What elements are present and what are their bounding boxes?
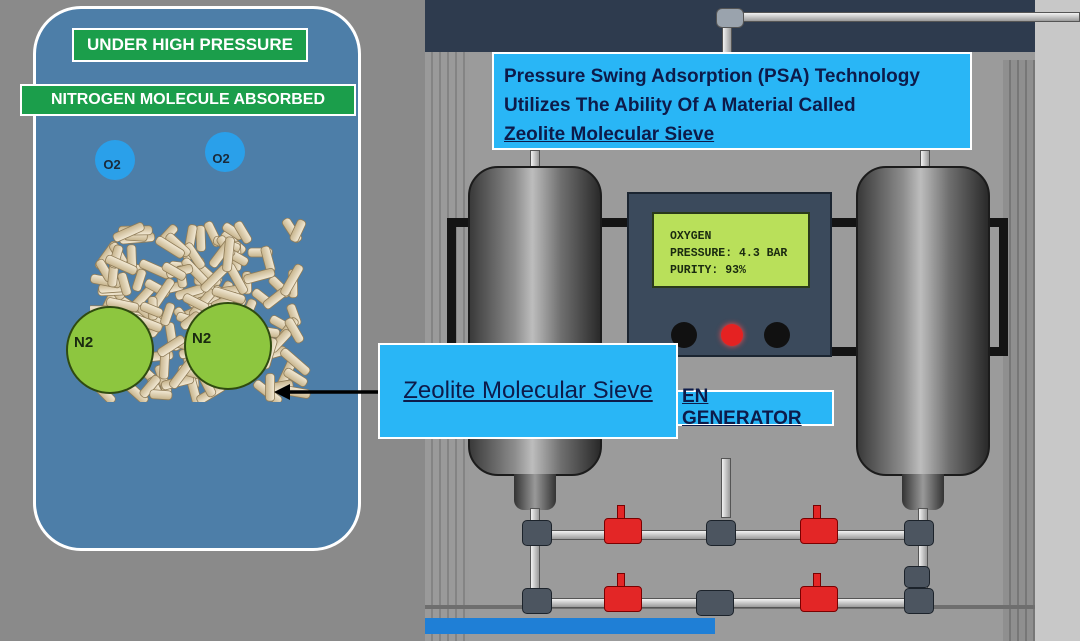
- zeolite-pellet: [289, 219, 307, 243]
- zeolite-pellet: [243, 267, 276, 284]
- zeolite-callout: Zeolite Molecular Sieve: [378, 343, 678, 439]
- n2-molecule: N2: [184, 302, 272, 390]
- top-pipe: [730, 12, 1080, 22]
- floor-pipe: [425, 618, 715, 634]
- lcd-display: OXYGEN PRESSURE: 4.3 BAR PURITY: 93%: [652, 212, 810, 288]
- zeolite-pellet: [211, 286, 246, 305]
- indicator-light: [721, 324, 743, 346]
- valve-icon[interactable]: [800, 518, 838, 544]
- tank-base: [514, 474, 556, 510]
- zeolite-pellet: [222, 236, 235, 273]
- zeolite-pellet: [283, 367, 308, 387]
- psa-line-2: Utilizes The Ability Of A Material Calle…: [504, 95, 856, 116]
- right-bracket-pipe: [986, 218, 1008, 356]
- pipe-fitting: [904, 588, 934, 614]
- zeolite-pellet: [280, 347, 311, 376]
- pipe-elbow-fitting: [904, 566, 930, 588]
- valve-icon[interactable]: [604, 518, 642, 544]
- zeolite-pellet: [233, 220, 252, 245]
- o2-molecule: O2: [205, 132, 245, 172]
- connector-pipe: [600, 218, 630, 227]
- zeolite-pellet: [265, 373, 276, 402]
- pipe-fitting: [522, 520, 552, 546]
- o2-label: O2: [212, 150, 230, 166]
- center-riser-pipe: [721, 458, 731, 518]
- display-line-purity: PURITY: 93%: [670, 264, 746, 277]
- zeolite-pellet: [112, 222, 145, 243]
- zeolite-pellet: [132, 268, 147, 292]
- zeolite-pellet: [160, 302, 176, 326]
- zeolite-pellet: [161, 262, 187, 281]
- valve-handle[interactable]: [813, 505, 821, 519]
- generator-label: EN GENERATOR: [676, 386, 834, 429]
- pipe-fitting: [904, 520, 934, 546]
- connector-pipe: [830, 347, 860, 356]
- pointer-arrow: [274, 384, 380, 400]
- o2-molecule: O2: [95, 140, 135, 180]
- psa-line-3: Zeolite Molecular Sieve: [504, 124, 715, 145]
- zeolite-pellet: [105, 254, 138, 276]
- cabinet-side: [1035, 0, 1080, 641]
- valve-handle[interactable]: [617, 505, 625, 519]
- n2-molecule: N2: [66, 306, 154, 394]
- psa-line-1: Pressure Swing Adsorption (PSA) Technolo…: [504, 66, 920, 87]
- o2-label: O2: [103, 156, 121, 172]
- valve-handle[interactable]: [813, 573, 821, 587]
- zeolite-pellet: [195, 225, 207, 252]
- pipe-tee-fitting: [696, 590, 734, 616]
- pipe-tee-fitting: [706, 520, 736, 546]
- zeolite-pellet: [139, 301, 164, 318]
- left-bracket-pipe: [447, 218, 469, 356]
- display-line-oxygen: OXYGEN: [670, 230, 712, 243]
- valve-icon[interactable]: [800, 586, 838, 612]
- zeolite-pellet: [117, 272, 132, 297]
- n2-label: N2: [192, 330, 212, 347]
- pipe-elbow: [716, 8, 744, 28]
- tank-base: [902, 474, 944, 510]
- valve-icon[interactable]: [604, 586, 642, 612]
- zeolite-pellet: [280, 263, 304, 297]
- connector-pipe: [830, 218, 860, 227]
- pressure-label: UNDER HIGH PRESSURE: [72, 28, 308, 62]
- adsorption-tank-right: [856, 166, 990, 476]
- n2-label: N2: [74, 334, 94, 351]
- zeolite-pellet: [149, 389, 173, 401]
- pipe-fitting: [522, 588, 552, 614]
- zeolite-pellet: [157, 335, 186, 357]
- valve-handle[interactable]: [617, 573, 625, 587]
- display-line-pressure: PRESSURE: 4.3 BAR: [670, 247, 788, 260]
- control-knob-right[interactable]: [764, 322, 790, 348]
- psa-info-box: Pressure Swing Adsorption (PSA) Technolo…: [492, 52, 972, 150]
- zeolite-pellet: [155, 236, 185, 259]
- absorbed-label: NITROGEN MOLECULE ABSORBED: [20, 84, 356, 116]
- cabinet-panel-ribs: [1003, 60, 1035, 641]
